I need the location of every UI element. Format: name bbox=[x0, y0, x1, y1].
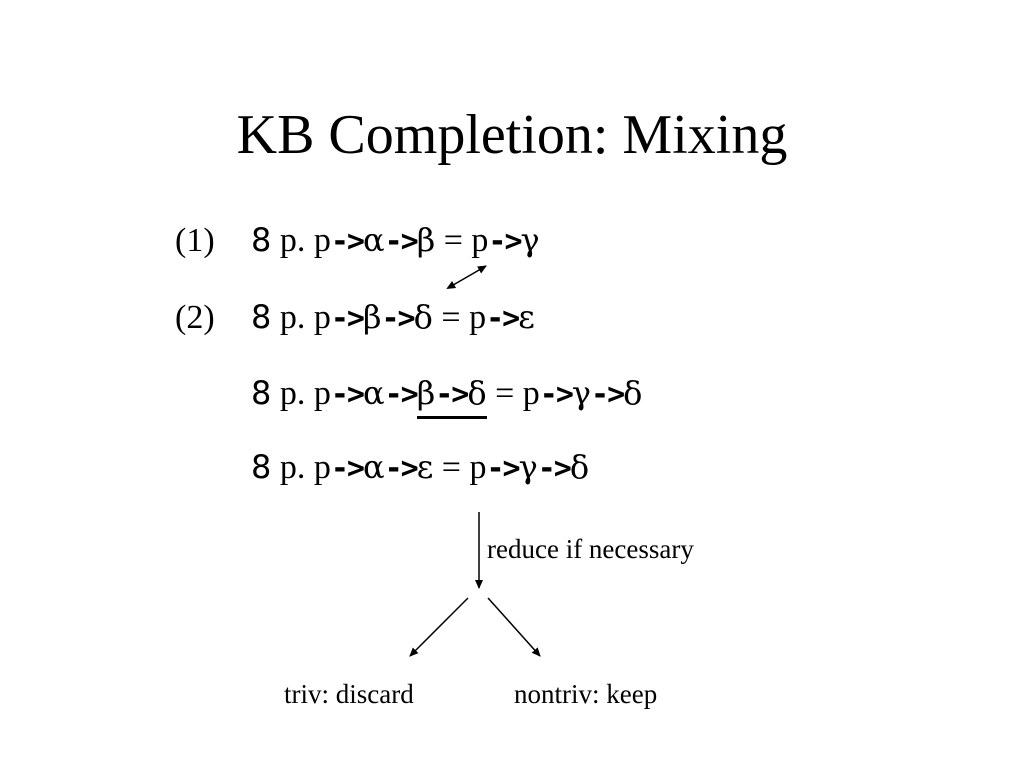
discard-branch-arrow bbox=[409, 597, 469, 657]
arrow-symbol: -> bbox=[384, 451, 419, 486]
epsilon-symbol: ε bbox=[416, 448, 434, 486]
epsilon-symbol: ε bbox=[518, 298, 535, 336]
gamma-symbol: γ bbox=[520, 221, 540, 259]
reduce-label: reduce if necessary bbox=[487, 534, 694, 564]
bound-var: p. bbox=[279, 449, 306, 486]
arrow-symbol: -> bbox=[537, 451, 572, 486]
equals-symbol: = bbox=[441, 299, 461, 336]
equals-symbol: = bbox=[441, 449, 461, 486]
arrow-symbol: -> bbox=[384, 224, 419, 259]
derived-equation-1: 8 p. p->α->β->δ = p->γ->δ bbox=[175, 372, 643, 419]
swap-arrow bbox=[446, 265, 487, 290]
delta-symbol: δ bbox=[413, 298, 433, 336]
arrow-symbol: -> bbox=[488, 224, 522, 259]
beta-symbol: β bbox=[416, 374, 436, 412]
var-p: p bbox=[469, 299, 487, 336]
equation-1: (1)8 p. p->α->β = p->γ bbox=[175, 219, 540, 261]
equation-label: (2) bbox=[175, 299, 215, 336]
keep-label: nontriv: keep bbox=[514, 679, 658, 709]
underlined-subterm: β->δ bbox=[416, 374, 487, 419]
forall-symbol: 8 bbox=[251, 374, 272, 412]
var-p: p bbox=[313, 375, 331, 412]
var-p: p bbox=[313, 222, 331, 259]
beta-symbol: β bbox=[416, 221, 436, 259]
arrow-symbol: -> bbox=[330, 301, 365, 336]
arrow-symbol: -> bbox=[330, 451, 365, 486]
arrow-symbol: -> bbox=[486, 301, 520, 336]
alpha-symbol: α bbox=[362, 221, 385, 259]
equation-label: (1) bbox=[175, 222, 215, 259]
equals-symbol: = bbox=[443, 222, 463, 259]
var-p: p bbox=[313, 299, 331, 336]
gamma-symbol: γ bbox=[571, 374, 592, 412]
arrow-symbol: -> bbox=[435, 377, 469, 412]
delta-symbol: δ bbox=[569, 448, 590, 486]
arrow-symbol: -> bbox=[384, 377, 419, 412]
equation-2: (2)8 p. p->β->δ = p->ε bbox=[175, 296, 535, 338]
slide-title: KB Completion: Mixing bbox=[236, 104, 788, 166]
derived-equation-2: 8 p. p->α->ε = p->γ->δ bbox=[175, 446, 589, 488]
discard-label: triv: discard bbox=[284, 679, 414, 709]
arrow-symbol: -> bbox=[486, 451, 520, 486]
forall-symbol: 8 bbox=[251, 448, 272, 486]
arrow-symbol: -> bbox=[381, 301, 415, 336]
bound-var: p. bbox=[279, 299, 306, 336]
delta-symbol: δ bbox=[623, 374, 643, 412]
alpha-symbol: α bbox=[362, 448, 385, 486]
forall-symbol: 8 bbox=[251, 298, 272, 336]
var-p: p bbox=[522, 375, 540, 412]
var-p: p bbox=[313, 449, 331, 486]
var-p: p bbox=[469, 449, 487, 486]
forall-symbol: 8 bbox=[251, 221, 272, 259]
bound-var: p. bbox=[279, 375, 306, 412]
equals-symbol: = bbox=[495, 375, 515, 412]
keep-branch-arrow bbox=[487, 597, 541, 657]
arrow-symbol: -> bbox=[539, 377, 574, 412]
alpha-symbol: α bbox=[362, 374, 385, 412]
bound-var: p. bbox=[279, 222, 306, 259]
var-p: p bbox=[471, 222, 489, 259]
gamma-symbol: γ bbox=[518, 448, 538, 486]
arrow-symbol: -> bbox=[330, 224, 365, 259]
delta-symbol: δ bbox=[467, 374, 487, 412]
beta-symbol: β bbox=[362, 298, 382, 336]
arrow-symbol: -> bbox=[591, 377, 625, 412]
arrow-symbol: -> bbox=[330, 377, 365, 412]
